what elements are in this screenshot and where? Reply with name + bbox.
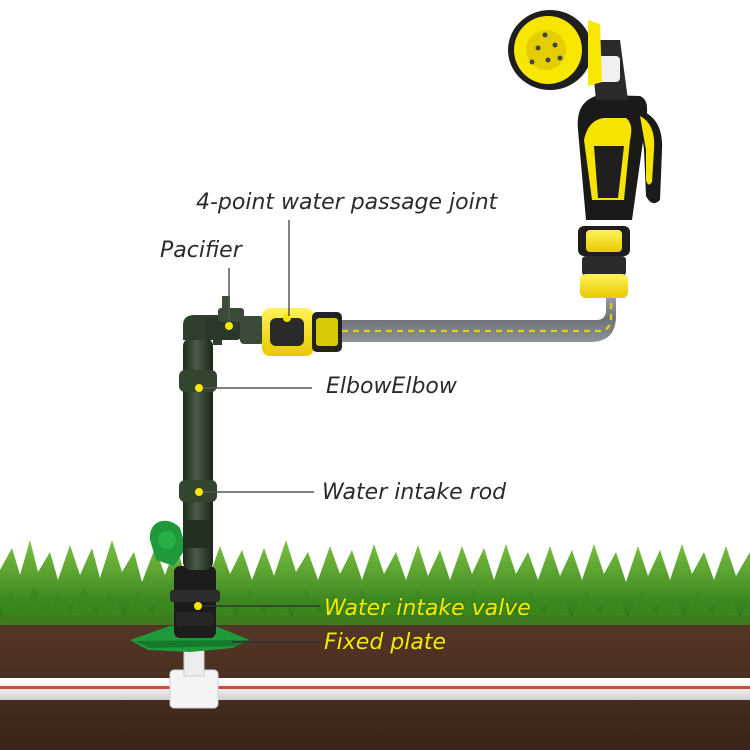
- passage-joint: [240, 308, 342, 356]
- pacifier-plug: [218, 296, 244, 330]
- label-intake-valve: Water intake valve: [324, 596, 531, 621]
- label-intake-rod: Water intake rod: [322, 480, 507, 505]
- hose-connector: [578, 226, 630, 298]
- water-intake-rod: [179, 338, 217, 570]
- leader-lines: [202, 220, 320, 643]
- label-fixed-plate: Fixed plate: [324, 630, 446, 655]
- spray-nozzle: [508, 10, 663, 220]
- label-pacifier: Pacifier: [160, 238, 242, 263]
- garden-hose: [342, 296, 616, 342]
- water-intake-valve: [149, 520, 220, 638]
- label-passage-joint: 4-point water passage joint: [196, 190, 498, 215]
- label-elbow: ElbowElbow: [326, 374, 457, 399]
